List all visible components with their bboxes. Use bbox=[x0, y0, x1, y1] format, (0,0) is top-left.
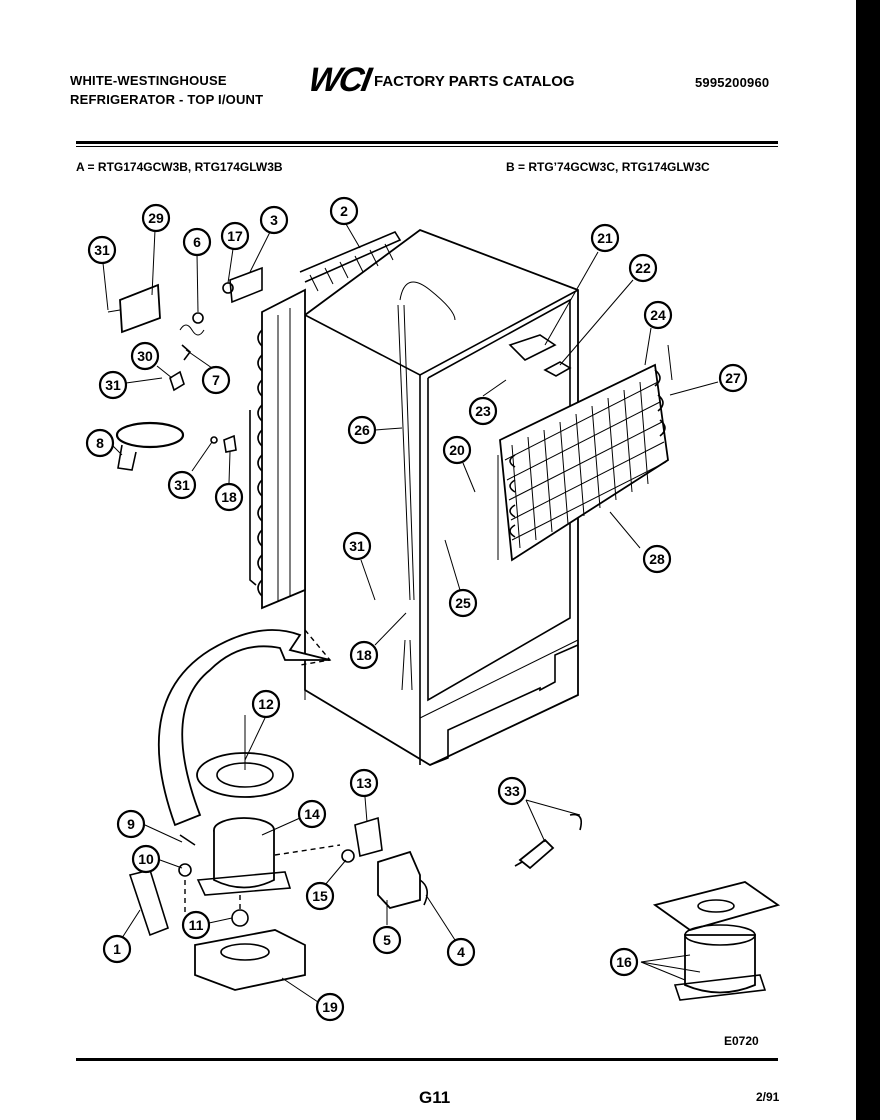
svg-text:10: 10 bbox=[138, 851, 154, 867]
callout-27: 27 bbox=[718, 363, 748, 393]
callout-17: 17 bbox=[220, 221, 250, 251]
brand-line2: REFRIGERATOR - TOP I/OUNT bbox=[70, 92, 264, 107]
callout-4: 4 bbox=[446, 937, 476, 967]
callout-30: 30 bbox=[130, 341, 160, 371]
evaporator-drawing bbox=[497, 334, 673, 562]
callout-19: 19 bbox=[315, 992, 345, 1022]
callout-15: 15 bbox=[305, 881, 335, 911]
svg-text:31: 31 bbox=[174, 477, 190, 493]
callout-8: 8 bbox=[85, 428, 115, 458]
svg-text:33: 33 bbox=[504, 783, 520, 799]
callout-29: 29 bbox=[141, 203, 171, 233]
callout-7: 7 bbox=[201, 365, 231, 395]
callout-11: 11 bbox=[181, 910, 211, 940]
callout-24: 24 bbox=[643, 300, 673, 330]
page-code: G11 bbox=[419, 1088, 451, 1107]
scan-edge bbox=[856, 0, 880, 1120]
footer-rule bbox=[76, 1058, 778, 1061]
revision-date: 2/91 bbox=[756, 1090, 780, 1104]
svg-text:9: 9 bbox=[127, 816, 135, 832]
callout-13: 13 bbox=[349, 768, 379, 798]
callout-6: 6 bbox=[182, 227, 212, 257]
svg-text:5: 5 bbox=[383, 932, 391, 948]
svg-text:31: 31 bbox=[94, 242, 110, 258]
callout-2: 2 bbox=[329, 196, 359, 226]
catalog-title: FACTORY PARTS CATALOG bbox=[374, 73, 575, 90]
svg-text:3: 3 bbox=[270, 212, 278, 228]
callout-18-b: 18 bbox=[349, 640, 379, 670]
shroud-and-compressor-drawing bbox=[128, 629, 428, 991]
svg-text:19: 19 bbox=[322, 999, 338, 1015]
svg-text:18: 18 bbox=[221, 489, 237, 505]
svg-text:8: 8 bbox=[96, 435, 104, 451]
header-rule-thin bbox=[76, 146, 778, 147]
svg-text:31: 31 bbox=[349, 538, 365, 554]
callout-28: 28 bbox=[642, 544, 672, 574]
svg-text:11: 11 bbox=[189, 917, 204, 933]
svg-text:27: 27 bbox=[725, 370, 741, 386]
svg-text:18: 18 bbox=[356, 647, 372, 663]
callout-31-b: 31 bbox=[98, 370, 128, 400]
condenser-coil-drawing bbox=[249, 230, 402, 610]
svg-text:25: 25 bbox=[455, 595, 471, 611]
callout-5: 5 bbox=[372, 925, 402, 955]
svg-text:2: 2 bbox=[340, 203, 348, 219]
svg-text:6: 6 bbox=[193, 234, 201, 250]
callout-1: 1 bbox=[102, 934, 132, 964]
brand-line1: WHITE-WESTINGHOUSE bbox=[70, 73, 227, 88]
cabinet-drawing bbox=[304, 228, 579, 767]
svg-text:31: 31 bbox=[105, 377, 121, 393]
svg-text:15: 15 bbox=[312, 888, 328, 904]
catalog-number: 5995200960 bbox=[695, 75, 770, 90]
callout-31-c: 31 bbox=[167, 470, 197, 500]
callout-22: 22 bbox=[628, 253, 658, 283]
lower-right-parts-drawing bbox=[514, 813, 781, 1001]
callout-14: 14 bbox=[297, 799, 327, 829]
callout-21: 21 bbox=[590, 223, 620, 253]
svg-text:29: 29 bbox=[148, 210, 164, 226]
callout-26: 26 bbox=[347, 415, 377, 445]
svg-text:23: 23 bbox=[475, 403, 491, 419]
callout-20: 20 bbox=[442, 435, 472, 465]
upper-left-parts-drawing bbox=[107, 266, 263, 471]
svg-text:28: 28 bbox=[649, 551, 665, 567]
svg-text:12: 12 bbox=[258, 696, 274, 712]
model-list-b: B = RTG’74GCW3C, RTG174GLW3C bbox=[506, 160, 710, 174]
callout-31-a: 31 bbox=[87, 235, 117, 265]
svg-text:13: 13 bbox=[356, 775, 372, 791]
svg-text:14: 14 bbox=[304, 806, 320, 822]
callout-25: 25 bbox=[448, 588, 478, 618]
svg-text:17: 17 bbox=[227, 228, 243, 244]
callout-16: 16 bbox=[609, 947, 639, 977]
svg-text:7: 7 bbox=[212, 372, 220, 388]
callout-10: 10 bbox=[131, 844, 161, 874]
callout-3: 3 bbox=[259, 205, 289, 235]
svg-text:20: 20 bbox=[449, 442, 465, 458]
svg-text:16: 16 bbox=[616, 954, 632, 970]
callout-31-d: 31 bbox=[342, 531, 372, 561]
callout-12: 12 bbox=[251, 689, 281, 719]
callout-33: 33 bbox=[497, 776, 527, 806]
callout-bubbles: 29 6 17 3 2 31 30 7 31 8 31 18 26 21 22 … bbox=[85, 196, 748, 1022]
leader-lines bbox=[102, 223, 719, 1003]
header-rule bbox=[76, 141, 778, 144]
svg-text:21: 21 bbox=[597, 230, 613, 246]
callout-18-a: 18 bbox=[214, 482, 244, 512]
model-list-a: A = RTG174GCW3B, RTG174GLW3B bbox=[76, 160, 283, 174]
svg-text:1: 1 bbox=[113, 941, 121, 957]
callout-23: 23 bbox=[468, 396, 498, 426]
diagram-code: E0720 bbox=[724, 1034, 759, 1048]
callout-9: 9 bbox=[116, 809, 146, 839]
svg-text:4: 4 bbox=[457, 944, 465, 960]
svg-text:26: 26 bbox=[354, 422, 370, 438]
svg-text:22: 22 bbox=[635, 260, 651, 276]
svg-text:30: 30 bbox=[137, 348, 153, 364]
svg-text:24: 24 bbox=[650, 307, 666, 323]
